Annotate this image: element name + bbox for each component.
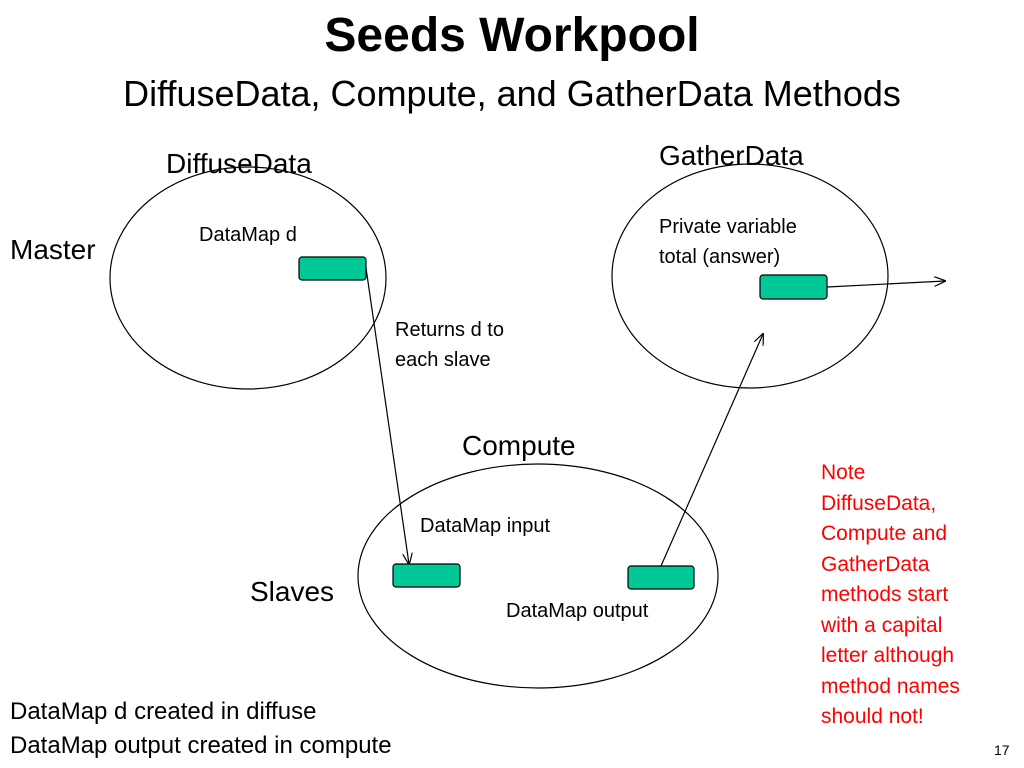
datamap-d-box [298,256,367,281]
private-variable-label: Private variable [659,216,797,238]
datamap-input-label: DataMap input [420,515,551,537]
gather-circle [611,163,889,389]
datamap-output-box [627,565,695,590]
returns-d-label-line2: each slave [395,349,491,371]
footer-line-1: DataMap d created in diffuse [10,698,317,725]
footer-line-2: DataMap output created in compute [10,732,392,759]
total-answer-label: total (answer) [659,246,781,268]
master-label: Master [10,234,96,265]
diffuse-data-label: DiffuseData [166,148,312,179]
arrow-compute-to-gather [660,334,763,567]
arrow-gather-output [826,281,945,288]
page-number: 17 [994,742,1010,758]
slide-title: Seeds Workpool [324,9,700,62]
slaves-label: Slaves [250,576,335,607]
datamap-output-label: DataMap output [506,600,649,622]
compute-label: Compute [462,430,576,461]
slide-subtitle: DiffuseData, Compute, and GatherData Met… [123,73,901,114]
compute-circle [357,463,719,689]
datamap-input-box [392,563,461,588]
arrow-diffuse-to-compute [365,267,409,564]
diffuse-circle [109,166,387,390]
datamap-d-label: DataMap d [199,224,297,246]
returns-d-label-line1: Returns d to [395,319,504,341]
gather-data-label: GatherData [659,140,804,171]
capitalization-note: Note DiffuseData, Compute and GatherData… [821,461,960,728]
total-answer-box [759,274,828,300]
